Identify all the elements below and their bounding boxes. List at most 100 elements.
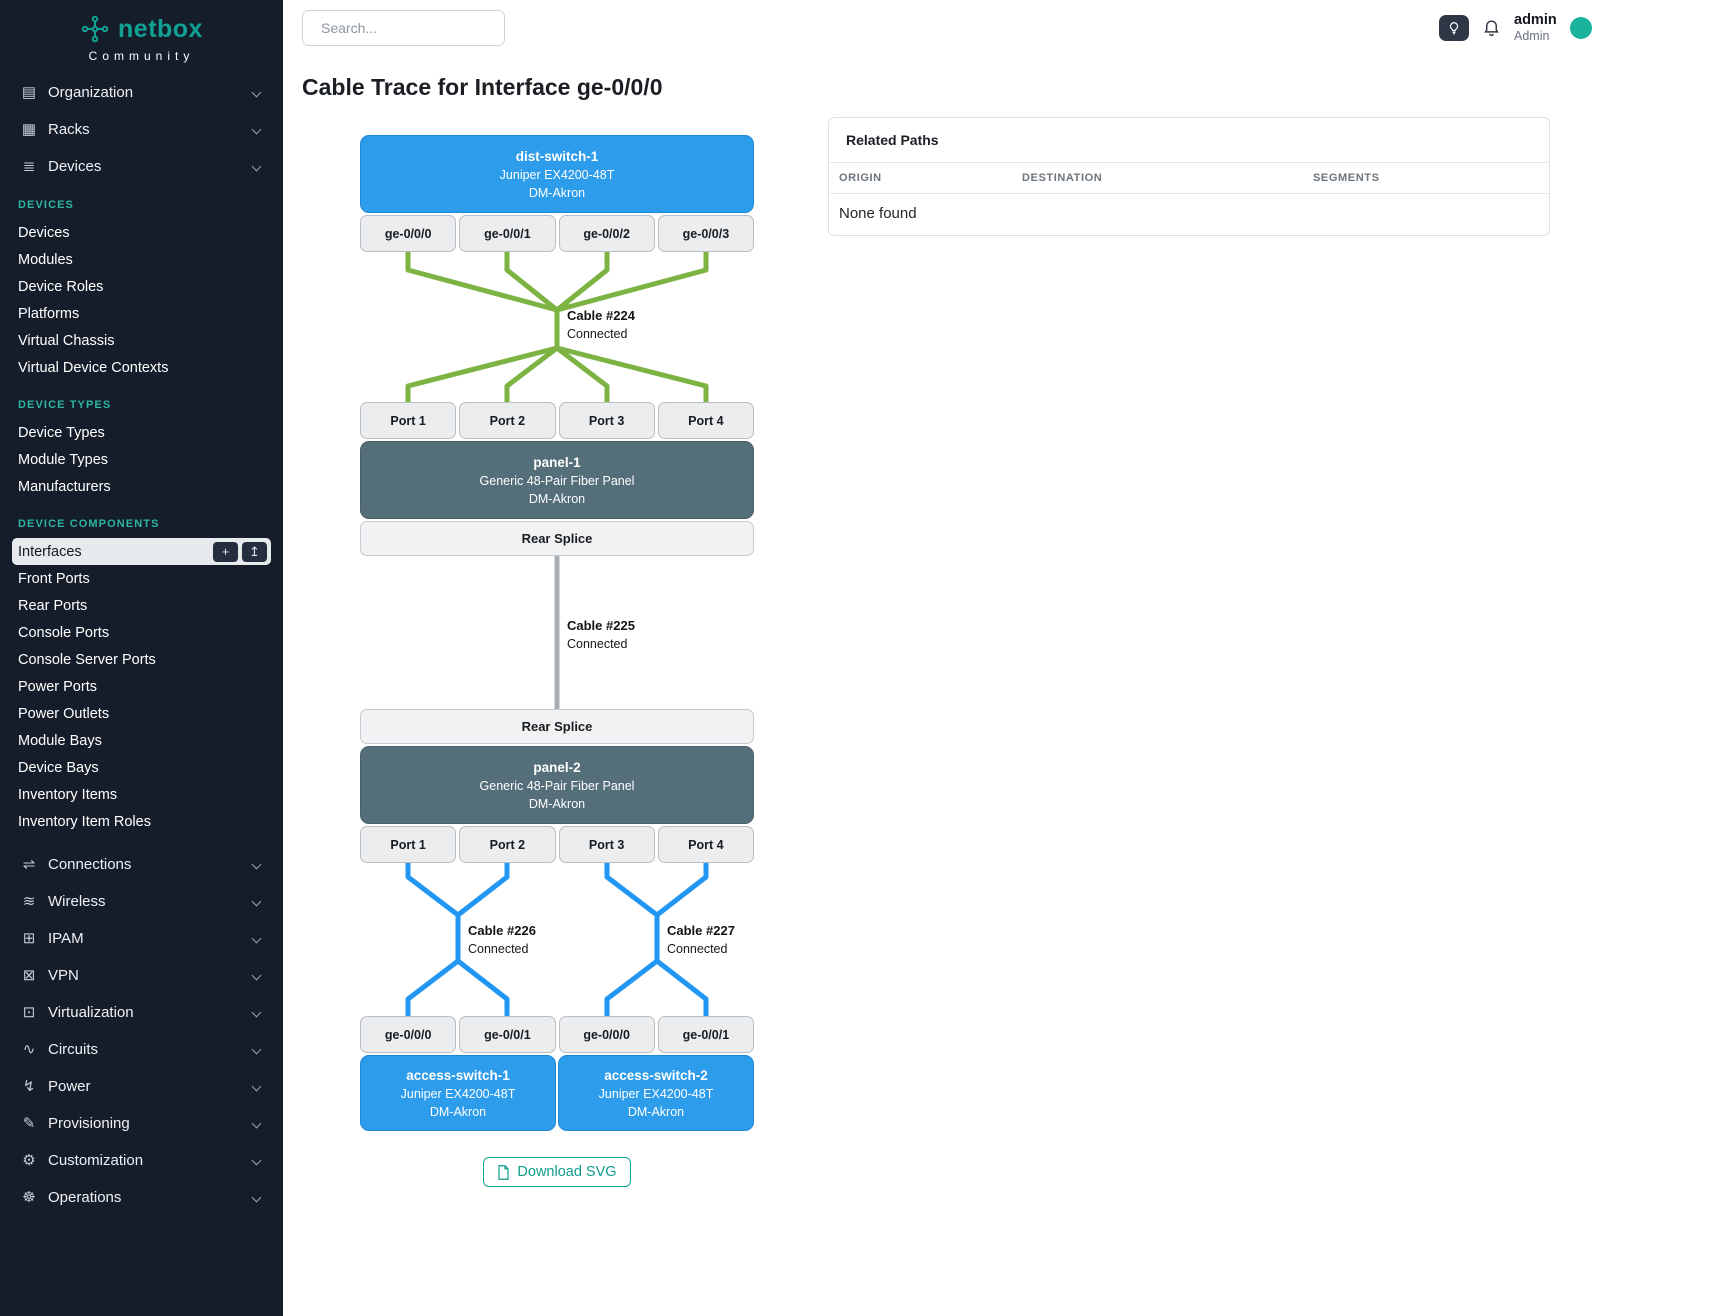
sidebar-item-power-ports[interactable]: Power Ports — [18, 678, 97, 695]
cable-225-zone: Cable #225 Connected — [360, 556, 754, 709]
port-node[interactable]: Port 2 — [459, 826, 556, 863]
topbar: admin Admin — [283, 0, 1733, 56]
rear-splice-node-1[interactable]: Rear Splice — [360, 521, 754, 556]
interface-node[interactable]: ge-0/0/1 — [459, 1016, 556, 1053]
wireless-icon: ≋ — [22, 893, 36, 910]
interface-node[interactable]: ge-0/0/0 — [558, 1016, 655, 1053]
avatar[interactable] — [1569, 16, 1592, 39]
sidebar-item-power-outlets[interactable]: Power Outlets — [18, 705, 110, 722]
sidebar-item-front-ports[interactable]: Front Ports — [18, 570, 90, 587]
sidebar-item-modules[interactable]: Modules — [18, 251, 73, 268]
sidebar-item-provisioning[interactable]: ✎ Provisioning — [12, 1108, 271, 1138]
sidebar-item-virtual-device-contexts[interactable]: Virtual Device Contexts — [18, 359, 169, 376]
provisioning-icon: ✎ — [22, 1115, 36, 1132]
port-node[interactable]: Port 1 — [360, 402, 457, 439]
sidebar-item-operations[interactable]: ☸ Operations — [12, 1182, 271, 1212]
section-header-device-components: DEVICE COMPONENTS — [18, 518, 160, 530]
port-node[interactable]: Port 1 — [360, 826, 457, 863]
download-svg-button[interactable]: Download SVG — [483, 1157, 631, 1187]
sidebar-item-devices[interactable]: Devices — [18, 224, 70, 241]
sidebar-item-platforms[interactable]: Platforms — [18, 305, 80, 322]
chevron-down-icon — [251, 1155, 262, 1165]
search-box[interactable] — [302, 10, 505, 46]
theme-toggle-button[interactable] — [1439, 14, 1469, 41]
sidebar-item-device-bays[interactable]: Device Bays — [18, 759, 99, 776]
related-paths-empty-message: None found — [839, 205, 917, 222]
add-button[interactable]: + — [213, 541, 238, 562]
sidebar-item-manufacturers[interactable]: Manufacturers — [18, 478, 111, 495]
sidebar-item-virtualization[interactable]: ⊡ Virtualization — [12, 997, 271, 1027]
column-header-origin: ORIGIN — [839, 172, 882, 184]
device-node-access-switch-2[interactable]: access-switch-2 Juniper EX4200-48T DM-Ak… — [558, 1055, 754, 1131]
cable-lines — [405, 252, 709, 402]
chevron-down-icon — [251, 161, 262, 171]
sidebar-item-customization[interactable]: ⚙ Customization — [12, 1145, 271, 1175]
sidebar-item-console-ports[interactable]: Console Ports — [18, 624, 110, 641]
rear-splice-node-2[interactable]: Rear Splice — [360, 709, 754, 744]
sidebar-item-ipam[interactable]: ⊞ IPAM — [12, 923, 271, 953]
port-node[interactable]: Port 3 — [558, 826, 655, 863]
sidebar-item-interfaces[interactable]: Interfaces + ↥ — [12, 538, 271, 565]
port-node[interactable]: Port 2 — [459, 402, 556, 439]
page-title: Cable Trace for Interface ge-0/0/0 — [302, 74, 663, 100]
sidebar-item-label: Devices — [48, 157, 102, 175]
interface-node[interactable]: ge-0/0/0 — [360, 1016, 457, 1053]
sidebar-item-circuits[interactable]: ∿ Circuits — [12, 1034, 271, 1064]
port-node[interactable]: Port 3 — [558, 402, 655, 439]
section-header-devices: DEVICES — [18, 199, 74, 211]
sidebar-item-device-roles[interactable]: Device Roles — [18, 278, 104, 295]
chevron-down-icon — [251, 896, 262, 906]
brand-name: netbox — [118, 14, 203, 43]
related-paths-card: Related Paths ORIGIN DESTINATION SEGMENT… — [828, 117, 1550, 236]
sidebar-item-vpn[interactable]: ⊠ VPN — [12, 960, 271, 990]
sidebar-item-console-server-ports[interactable]: Console Server Ports — [18, 651, 156, 668]
sidebar-item-label: Racks — [48, 120, 90, 138]
interface-node[interactable]: ge-0/0/2 — [558, 215, 655, 252]
sidebar-nav: ▤ Organization ▦ Racks ≣ Devices DEVICES… — [0, 63, 283, 1212]
port-node[interactable]: Port 4 — [657, 826, 754, 863]
sidebar-item-organization[interactable]: ▤ Organization — [12, 77, 271, 107]
interface-row-bottom: ge-0/0/0 ge-0/0/1 ge-0/0/0 ge-0/0/1 — [360, 1016, 754, 1053]
user-menu[interactable]: admin Admin — [1514, 12, 1557, 43]
sidebar-item-power[interactable]: ↯ Power — [12, 1071, 271, 1101]
bell-icon — [1484, 20, 1499, 37]
device-node-access-switch-1[interactable]: access-switch-1 Juniper EX4200-48T DM-Ak… — [360, 1055, 556, 1131]
device-node-panel-2[interactable]: panel-2 Generic 48-Pair Fiber Panel DM-A… — [360, 746, 754, 824]
sidebar-item-racks[interactable]: ▦ Racks — [12, 114, 271, 144]
circuits-icon: ∿ — [22, 1041, 36, 1058]
import-button[interactable]: ↥ — [242, 541, 267, 562]
chevron-down-icon — [251, 124, 262, 134]
vpn-icon: ⊠ — [22, 967, 36, 984]
chevron-down-icon — [251, 1081, 262, 1091]
sidebar-item-inventory-items[interactable]: Inventory Items — [18, 786, 118, 803]
sidebar-item-connections[interactable]: ⇌ Connections — [12, 849, 271, 879]
sidebar-item-inventory-item-roles[interactable]: Inventory Item Roles — [18, 813, 151, 830]
port-row-panel-2: Port 1 Port 2 Port 3 Port 4 — [360, 826, 754, 863]
port-node[interactable]: Port 4 — [657, 402, 754, 439]
interface-node[interactable]: ge-0/0/1 — [459, 215, 556, 252]
brand-logo[interactable]: netbox Community — [0, 0, 283, 63]
cable-link-224[interactable]: Cable #224 Connected — [567, 308, 635, 341]
sidebar-item-module-types[interactable]: Module Types — [18, 451, 109, 468]
sidebar-item-virtual-chassis[interactable]: Virtual Chassis — [18, 332, 115, 349]
cable-link-226[interactable]: Cable #226 Connected — [468, 923, 536, 956]
sidebar-item-devices-group[interactable]: ≣ Devices — [12, 151, 271, 181]
cable-link-225[interactable]: Cable #225 Connected — [567, 618, 635, 651]
device-node-panel-1[interactable]: panel-1 Generic 48-Pair Fiber Panel DM-A… — [360, 441, 754, 519]
lightbulb-icon — [1449, 21, 1459, 34]
column-header-destination: DESTINATION — [1022, 172, 1103, 184]
search-input[interactable] — [321, 20, 502, 36]
interface-node[interactable]: ge-0/0/1 — [657, 1016, 754, 1053]
interface-node[interactable]: ge-0/0/0 — [360, 215, 457, 252]
notifications-button[interactable] — [1482, 18, 1501, 37]
interface-node[interactable]: ge-0/0/3 — [657, 215, 754, 252]
sidebar-item-device-types[interactable]: Device Types — [18, 424, 105, 441]
sidebar: netbox Community ▤ Organization ▦ Racks … — [0, 0, 283, 1316]
device-node-dist-switch-1[interactable]: dist-switch-1 Juniper EX4200-48T DM-Akro… — [360, 135, 754, 213]
power-icon: ↯ — [22, 1078, 36, 1095]
organization-icon: ▤ — [21, 84, 37, 101]
sidebar-item-wireless[interactable]: ≋ Wireless — [12, 886, 271, 916]
sidebar-item-rear-ports[interactable]: Rear Ports — [18, 597, 88, 614]
cable-link-227[interactable]: Cable #227 Connected — [667, 923, 735, 956]
sidebar-item-module-bays[interactable]: Module Bays — [18, 732, 102, 749]
